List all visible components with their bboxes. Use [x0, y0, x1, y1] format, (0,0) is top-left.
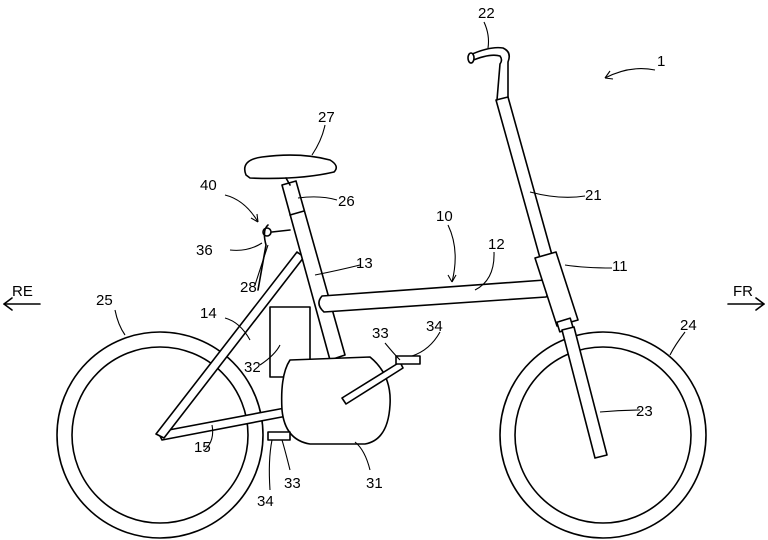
pedal-left: [267, 431, 291, 441]
front-wheel: [499, 331, 707, 539]
label-bicycle: 1: [657, 53, 665, 70]
label-pedal-left: 34: [257, 493, 274, 510]
rear-arrow: [3, 297, 41, 311]
label-front-wheel: 24: [680, 317, 697, 334]
label-pedal-right: 34: [426, 318, 443, 335]
label-rear: RE: [12, 283, 33, 300]
handlebar: [469, 46, 510, 101]
crank-right: [341, 361, 404, 405]
label-head-tube: 11: [612, 258, 628, 275]
label-seat-tube: 13: [356, 255, 373, 272]
label-battery: 32: [244, 359, 261, 376]
label-rear-wheel: 25: [96, 292, 113, 309]
label-crank-left: 33: [284, 475, 301, 492]
label-chain-stay: 15: [194, 439, 211, 456]
label-seat-post: 26: [338, 193, 355, 210]
label-lever: 36: [196, 242, 213, 259]
pedal-right: [395, 355, 421, 365]
head-tube: [534, 251, 579, 327]
front-arrow: [727, 297, 765, 311]
lever-assembly: [257, 224, 291, 291]
main-tube: [318, 279, 552, 313]
seat-tube: [281, 180, 346, 361]
label-handlebar: 22: [478, 5, 495, 22]
label-bracket: 28: [240, 279, 257, 296]
label-crank-right: 33: [372, 325, 389, 342]
label-main-tube: 12: [488, 236, 505, 253]
label-saddle: 27: [318, 109, 335, 126]
label-drive-unit: 31: [366, 475, 383, 492]
rear-wheel: [56, 331, 264, 539]
label-seat-stay: 14: [200, 305, 217, 322]
label-frame: 10: [436, 208, 453, 225]
saddle: [243, 154, 338, 180]
label-handle-post: 21: [585, 187, 602, 204]
handle-post: [495, 96, 553, 259]
label-assembly: 40: [200, 177, 217, 194]
front-fork: [561, 326, 608, 459]
leader-lines: [114, 21, 686, 491]
label-front-fork: 23: [636, 403, 653, 420]
drive-unit: [280, 356, 391, 445]
label-front: FR: [733, 283, 753, 300]
